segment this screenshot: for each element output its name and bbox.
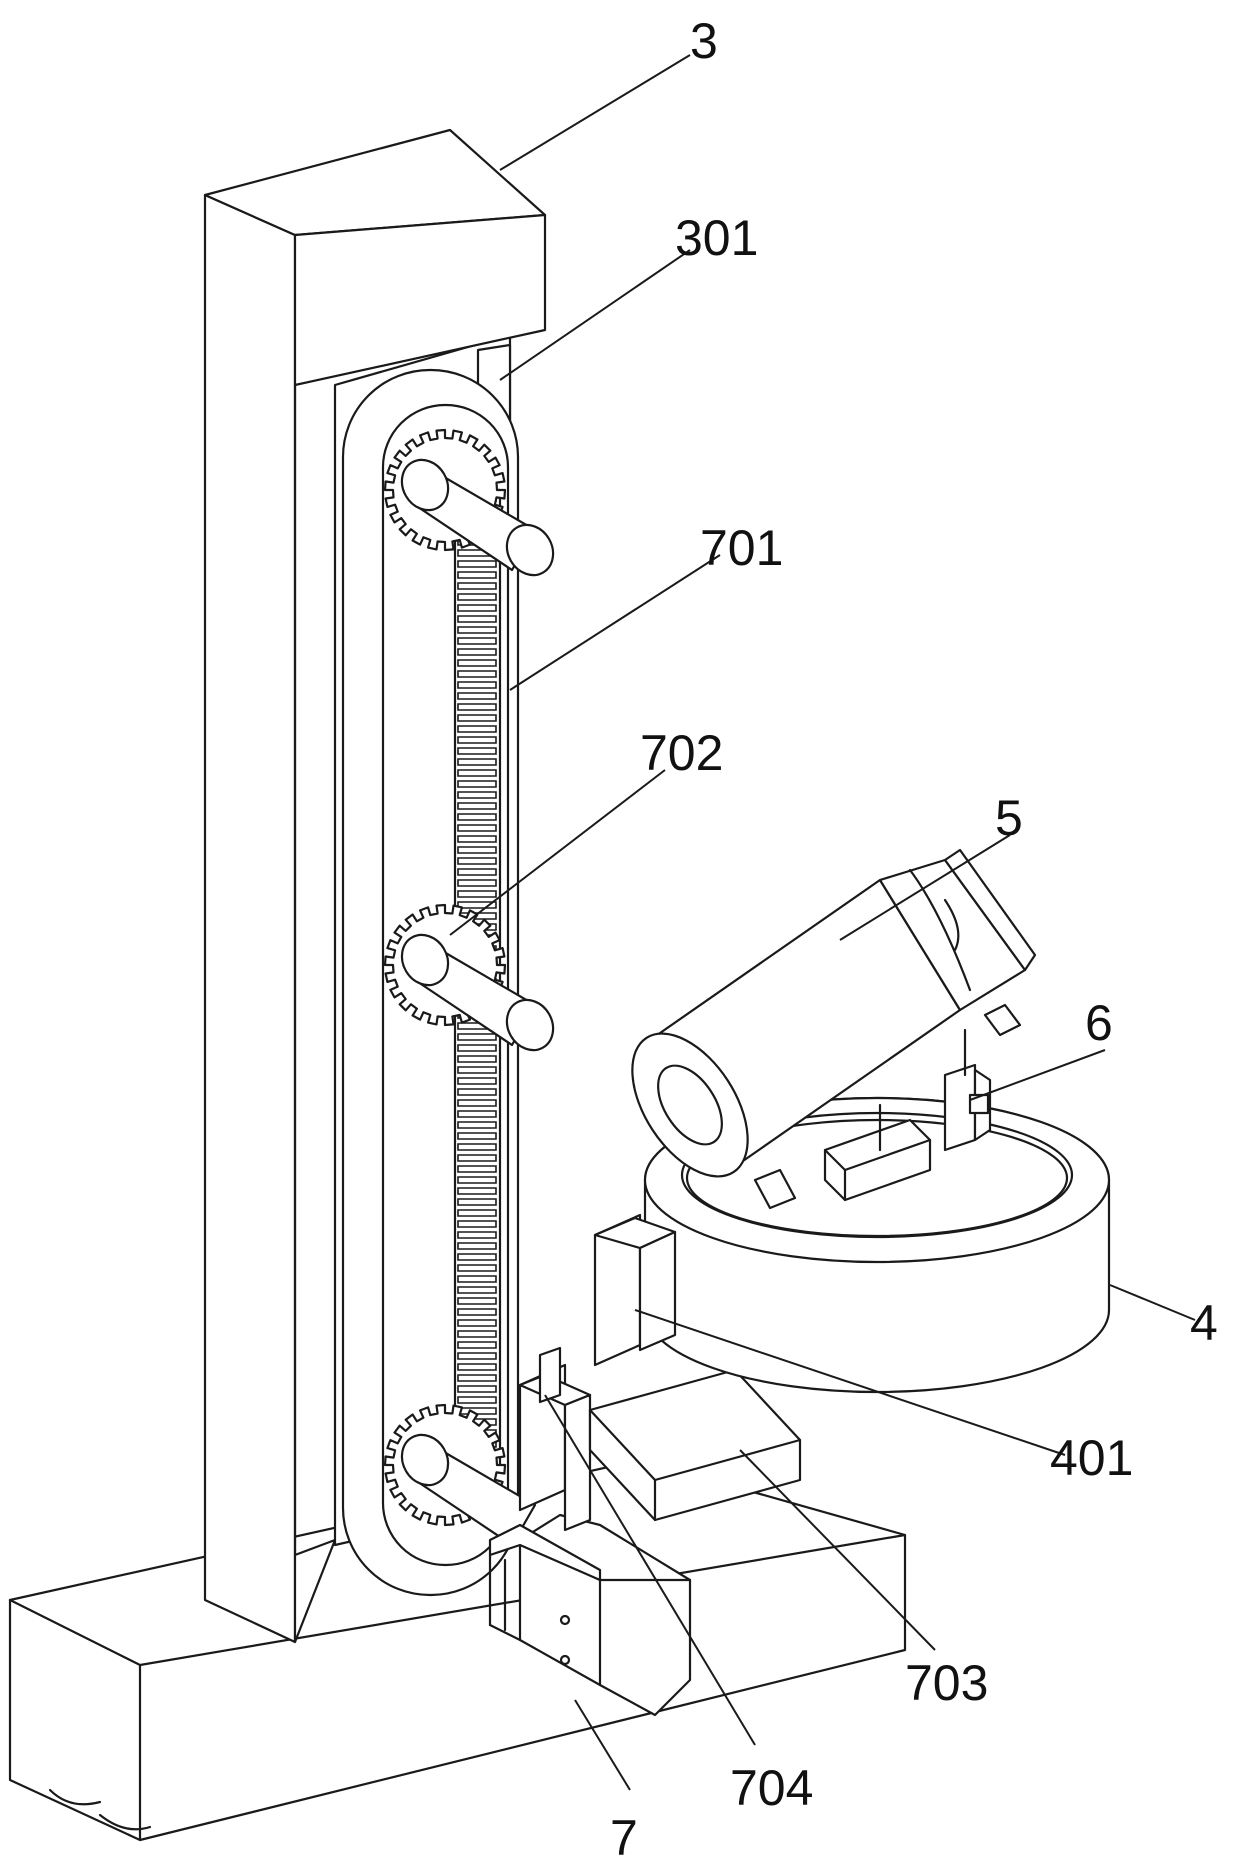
rack-tooth: [458, 726, 496, 732]
label-3: 3: [690, 13, 718, 69]
rack-tooth: [458, 1364, 496, 1370]
rack-tooth: [458, 1199, 496, 1205]
rack-tooth: [458, 1320, 496, 1326]
leader-3: [500, 55, 690, 170]
rack-tooth: [458, 781, 496, 787]
rack-tooth: [458, 1034, 496, 1040]
label-6: 6: [1085, 995, 1113, 1051]
rack-tooth: [458, 1309, 496, 1315]
rack-tooth: [458, 1232, 496, 1238]
rack-tooth: [458, 660, 496, 666]
rack-tooth: [458, 737, 496, 743]
rack-tooth: [458, 616, 496, 622]
label-401: 401: [1050, 1430, 1133, 1486]
leader-701: [510, 555, 720, 690]
label-704: 704: [730, 1760, 813, 1816]
leader-4: [1110, 1285, 1195, 1320]
rack-tooth: [458, 627, 496, 633]
rack-tooth: [458, 836, 496, 842]
rack-tooth: [458, 682, 496, 688]
rack-tooth: [458, 671, 496, 677]
rack-tooth: [458, 605, 496, 611]
rack-tooth: [458, 1089, 496, 1095]
rack-tooth: [458, 1166, 496, 1172]
rack-tooth: [458, 1045, 496, 1051]
rack-tooth: [458, 869, 496, 875]
rack-tooth: [458, 1375, 496, 1381]
rack-tooth: [458, 891, 496, 897]
rack-tooth: [458, 649, 496, 655]
rack-tooth: [458, 715, 496, 721]
rack-tooth: [458, 1133, 496, 1139]
rack-tooth: [458, 561, 496, 567]
label-703: 703: [905, 1655, 988, 1711]
rack-tooth: [458, 1254, 496, 1260]
rack-tooth: [458, 583, 496, 589]
label-701: 701: [700, 520, 783, 576]
rack-tooth: [458, 792, 496, 798]
rack-tooth: [458, 638, 496, 644]
rack-tooth: [458, 1177, 496, 1183]
label-7: 7: [610, 1810, 638, 1866]
rack-tooth: [458, 704, 496, 710]
rack-tooth: [458, 847, 496, 853]
rack-tooth: [458, 1221, 496, 1227]
rack-tooth: [458, 693, 496, 699]
rack-tooth: [458, 1243, 496, 1249]
rack-tooth: [458, 1331, 496, 1337]
leader-6: [970, 1050, 1105, 1100]
rack-tooth: [458, 1287, 496, 1293]
rack-tooth: [458, 1111, 496, 1117]
rack-tooth: [458, 572, 496, 578]
rack-tooth: [458, 1078, 496, 1084]
rack-tooth: [458, 759, 496, 765]
rack-tooth: [458, 1276, 496, 1282]
rack-tooth: [458, 1155, 496, 1161]
rack-tooth: [458, 814, 496, 820]
label-4: 4: [1190, 1295, 1218, 1351]
rack-tooth: [458, 770, 496, 776]
rack-tooth: [458, 1265, 496, 1271]
rack-tooth: [458, 858, 496, 864]
rack-tooth: [458, 1100, 496, 1106]
rack-tooth: [458, 1122, 496, 1128]
rack-tooth: [458, 880, 496, 886]
rack-tooth: [458, 1386, 496, 1392]
label-702: 702: [640, 725, 723, 781]
rack-tooth: [458, 1188, 496, 1194]
label-5: 5: [995, 790, 1023, 846]
rack-tooth: [458, 803, 496, 809]
rack-tooth: [458, 1353, 496, 1359]
rack-tooth: [458, 594, 496, 600]
rack-tooth: [458, 1210, 496, 1216]
rack-tooth: [458, 1342, 496, 1348]
rack-tooth: [458, 748, 496, 754]
rack-tooth: [458, 825, 496, 831]
rack-tooth: [458, 1144, 496, 1150]
rack-tooth: [458, 1298, 496, 1304]
label-301: 301: [675, 210, 758, 266]
rack-tooth: [458, 1067, 496, 1073]
clamp-6: [945, 1030, 990, 1150]
rack-tooth: [458, 1056, 496, 1062]
rack-tooth: [458, 1397, 496, 1403]
